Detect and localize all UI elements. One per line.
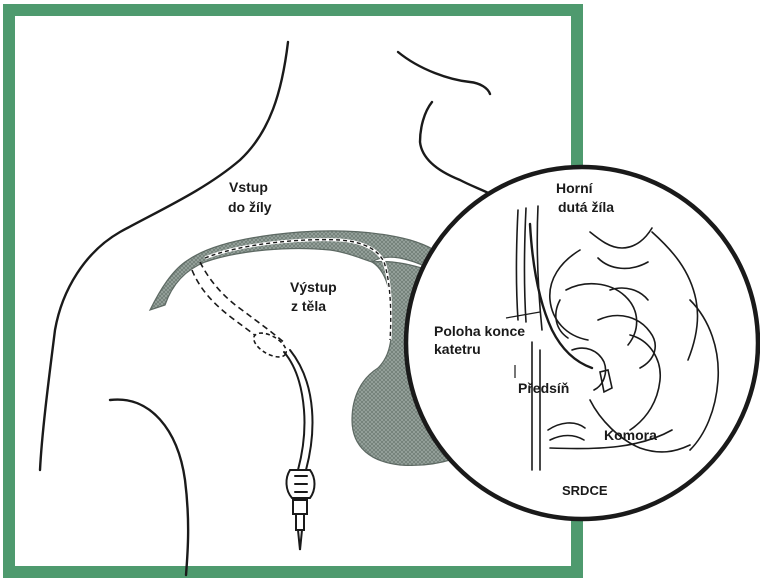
label-svc-1: Horní — [556, 180, 594, 196]
external-catheter — [284, 350, 315, 550]
label-atrium: Předsíň — [518, 380, 569, 396]
label-catheter-tip-2: katetru — [434, 341, 481, 357]
label-exit-2: z těla — [291, 298, 326, 314]
label-catheter-tip-1: Poloha konce — [434, 323, 525, 339]
label-ventricle: Komora — [604, 427, 657, 443]
label-heart: SRDCE — [562, 483, 608, 498]
label-exit-1: Výstup — [290, 279, 337, 295]
label-vein-entry-1: Vstup — [229, 179, 268, 195]
label-vein-entry-2: do žíly — [228, 199, 272, 215]
label-svc-2: dutá žíla — [558, 199, 614, 215]
